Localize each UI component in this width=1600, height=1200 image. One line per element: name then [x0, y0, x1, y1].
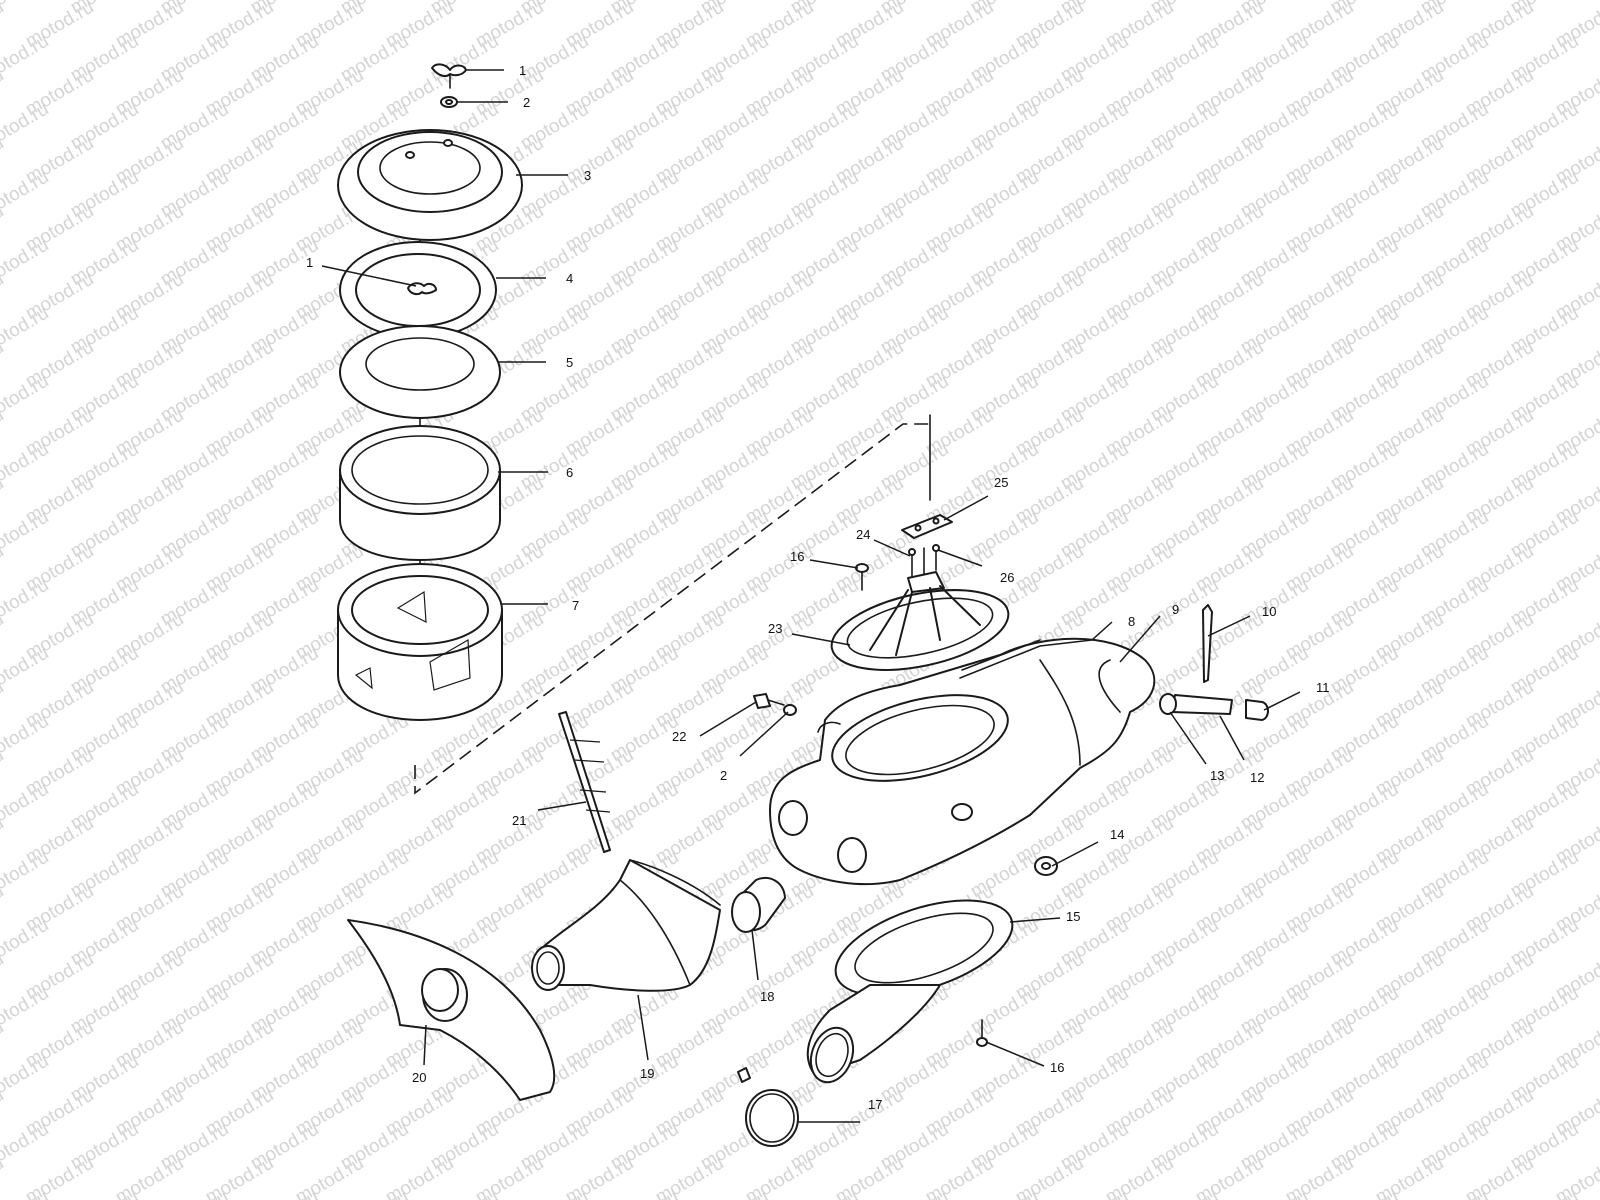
- watermark-text: motod.ru: [1147, 1187, 1222, 1200]
- rubber-boot: [731, 877, 786, 933]
- screw-upper: [855, 563, 869, 591]
- pre-filter: [339, 425, 501, 561]
- watermark-text: motod.ru: [517, 1187, 592, 1200]
- callout-10: 10: [1262, 604, 1276, 619]
- callout-2: 2: [523, 95, 530, 110]
- watermark-text: motod.ru: [0, 1051, 52, 1107]
- watermark-text: motod.ru: [877, 1187, 952, 1200]
- watermark-text: motod.ru: [157, 1187, 232, 1200]
- watermark-text: motod.ru: [0, 507, 52, 563]
- callout-1b: 1: [306, 255, 313, 270]
- intake-duct: [531, 859, 721, 992]
- watermark-text: motod.ru: [247, 1187, 322, 1200]
- studs: [908, 544, 940, 577]
- drain-hose: [1159, 693, 1269, 721]
- callout-15: 15: [1066, 909, 1080, 924]
- air-filter-element: [337, 563, 503, 721]
- watermark-text: motod.ru: [337, 1187, 412, 1200]
- callout-24: 24: [856, 527, 870, 542]
- lower-duct: [806, 899, 1014, 1084]
- watermark-text: motod.ru: [1417, 1187, 1492, 1200]
- watermark-text: motod.ru: [1237, 1187, 1312, 1200]
- seal-strip: [959, 639, 1093, 679]
- watermark-text: motod.ru: [697, 1187, 772, 1200]
- bracket-frame: [830, 571, 1010, 671]
- watermark-text: motod.ru: [787, 1187, 862, 1200]
- watermark-text: motod.ru: [67, 1187, 142, 1200]
- callout-4: 4: [566, 271, 573, 286]
- heat-shield: [347, 919, 556, 1101]
- callout-18: 18: [760, 989, 774, 1004]
- foam-pad: [339, 325, 501, 419]
- watermark-text: motod.ru: [0, 167, 52, 223]
- callout-22: 22: [672, 729, 686, 744]
- callout-13: 13: [1210, 768, 1224, 783]
- watermark-text: motod.ru: [0, 779, 52, 835]
- grommet: [1034, 856, 1058, 876]
- watermark-text: motod.ru: [0, 371, 52, 427]
- screw-lower: [976, 1019, 988, 1047]
- watermark-text: motod.ru: [0, 99, 52, 155]
- callout-26: 26: [1000, 570, 1014, 585]
- callout-3: 3: [584, 168, 591, 183]
- callout-23: 23: [768, 621, 782, 636]
- callout-8: 8: [1128, 614, 1135, 629]
- watermark-text: motod.ru: [0, 1119, 52, 1175]
- watermark-text: motod.ru: [0, 915, 52, 971]
- callout-19: 19: [640, 1066, 654, 1081]
- clamp-band: [737, 1067, 799, 1147]
- callout-20: 20: [412, 1070, 426, 1085]
- watermark-text: motod.ru: [0, 235, 52, 291]
- callout-21: 21: [512, 813, 526, 828]
- callout-1: 1: [519, 63, 526, 78]
- washer-top: [440, 96, 458, 108]
- watermark-text: motod.ru: [0, 847, 52, 903]
- watermark-text: motod.ru: [967, 1187, 1042, 1200]
- callout-11: 11: [1316, 680, 1330, 695]
- callout-14: 14: [1110, 827, 1124, 842]
- watermark-text: motod.ru: [0, 575, 52, 631]
- callout-labels: 1 2 3 1 4 5 6 7 25 24 16 26 8 9 10 23 11…: [306, 63, 1330, 1112]
- watermark-text: motod.ru: [0, 303, 52, 359]
- callout-16: 16: [790, 549, 804, 564]
- callout-12: 12: [1250, 770, 1264, 785]
- watermark-text: motod.ru: [0, 0, 52, 18]
- tie-strap: [558, 711, 611, 853]
- watermark-text: motod.ru: [1507, 1187, 1582, 1200]
- callout-6: 6: [566, 465, 573, 480]
- main-airbox: [769, 637, 1156, 886]
- watermark-text: motod.ru: [0, 31, 52, 87]
- callout-9: 9: [1172, 602, 1179, 617]
- callout-5: 5: [566, 355, 573, 370]
- watermark-text: motod.ru: [0, 643, 52, 699]
- callout-7: 7: [572, 598, 579, 613]
- callout-2b: 2: [720, 768, 727, 783]
- watermark-text: motod.ru: [1057, 1187, 1132, 1200]
- callout-16b: 16: [1050, 1060, 1064, 1075]
- watermark-text: motod.ru: [0, 983, 52, 1039]
- watermark-text: motod.ru: [1327, 1187, 1402, 1200]
- watermark-text: motod.ru: [427, 1187, 502, 1200]
- callout-17: 17: [868, 1097, 882, 1112]
- mounting-plate: [901, 514, 953, 539]
- watermark-text: motod.ru: [0, 439, 52, 495]
- hose-clamp: [1202, 604, 1213, 683]
- leader-lines: [321, 69, 1301, 1123]
- airbox-cover: [337, 129, 523, 241]
- watermark-text: motod.ru: [0, 711, 52, 767]
- watermark-text: motod.ru: [607, 1187, 682, 1200]
- gasket-ring: [339, 241, 497, 339]
- callout-25: 25: [994, 475, 1008, 490]
